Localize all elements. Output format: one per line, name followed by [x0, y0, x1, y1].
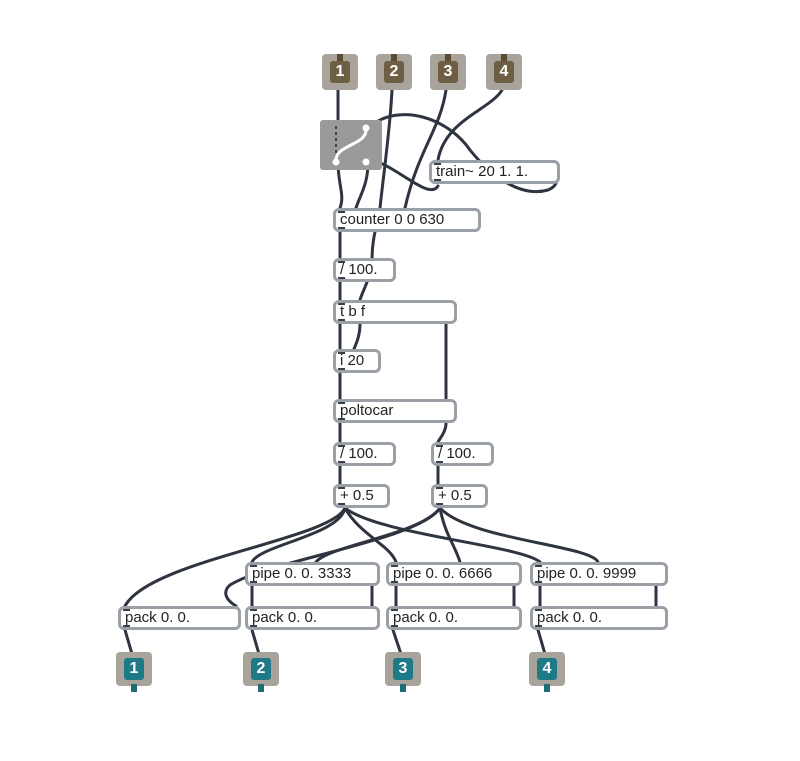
cable: [438, 506, 462, 564]
outlet-stem: [400, 684, 406, 692]
outlet-2[interactable]: 2: [243, 652, 279, 692]
cable: [250, 506, 347, 564]
cable: [314, 506, 442, 564]
inlet-number: 2: [384, 61, 404, 83]
outlet-stem: [258, 684, 264, 692]
pack-object-2[interactable]: pack 0. 0.: [245, 606, 380, 630]
cable: [352, 322, 362, 351]
cable: [343, 506, 542, 564]
cable: [436, 421, 448, 444]
cable: [536, 628, 547, 656]
cable: [403, 88, 448, 210]
divide-object-right[interactable]: / 100.: [431, 442, 494, 466]
pipe-object-1[interactable]: pipe 0. 0. 3333: [245, 562, 380, 586]
cable: [343, 506, 398, 564]
cable: [436, 88, 504, 162]
outlet-number: 2: [251, 658, 271, 680]
inlet-4[interactable]: 4: [486, 54, 522, 90]
counter-object[interactable]: counter 0 0 630: [333, 208, 481, 232]
gswitch-object[interactable]: [320, 120, 382, 170]
train-object[interactable]: train~ 20 1. 1.: [429, 160, 560, 184]
cable: [123, 506, 347, 608]
inlet-stem: [501, 54, 507, 61]
inlet-stem: [337, 54, 343, 61]
int-object[interactable]: i 20: [333, 349, 381, 373]
gswitch-icon: [332, 124, 370, 166]
outlet-stem: [131, 684, 137, 692]
divide-object-left[interactable]: / 100.: [333, 442, 396, 466]
pipe-object-3[interactable]: pipe 0. 0. 9999: [530, 562, 668, 586]
pack-object-3[interactable]: pack 0. 0.: [386, 606, 522, 630]
inlet-stem: [445, 54, 451, 61]
pack-object-4[interactable]: pack 0. 0.: [530, 606, 668, 630]
cable: [250, 628, 261, 656]
inlet-1[interactable]: 1: [322, 54, 358, 90]
outlet-4[interactable]: 4: [529, 652, 565, 692]
outlet-number: 1: [124, 658, 144, 680]
poltocar-object[interactable]: poltocar: [333, 399, 457, 423]
inlet-2[interactable]: 2: [376, 54, 412, 90]
inlet-number: 1: [330, 61, 350, 83]
inlet-stem: [391, 54, 397, 61]
divide-object-top[interactable]: / 100.: [333, 258, 396, 282]
outlet-stem: [544, 684, 550, 692]
outlet-number: 3: [393, 658, 413, 680]
pipe-object-2[interactable]: pipe 0. 0. 6666: [386, 562, 522, 586]
inlet-number: 4: [494, 61, 514, 83]
cable: [438, 506, 600, 564]
outlet-3[interactable]: 3: [385, 652, 421, 692]
add-object-left[interactable]: + 0.5: [333, 484, 390, 508]
pack-object-1[interactable]: pack 0. 0.: [118, 606, 241, 630]
add-object-right[interactable]: + 0.5: [431, 484, 488, 508]
inlet-3[interactable]: 3: [430, 54, 466, 90]
cable: [391, 628, 403, 656]
outlet-number: 4: [537, 658, 557, 680]
inlet-number: 3: [438, 61, 458, 83]
cable: [123, 628, 134, 656]
outlet-1[interactable]: 1: [116, 652, 152, 692]
trigger-object[interactable]: t b f: [333, 300, 457, 324]
cable: [224, 506, 442, 608]
